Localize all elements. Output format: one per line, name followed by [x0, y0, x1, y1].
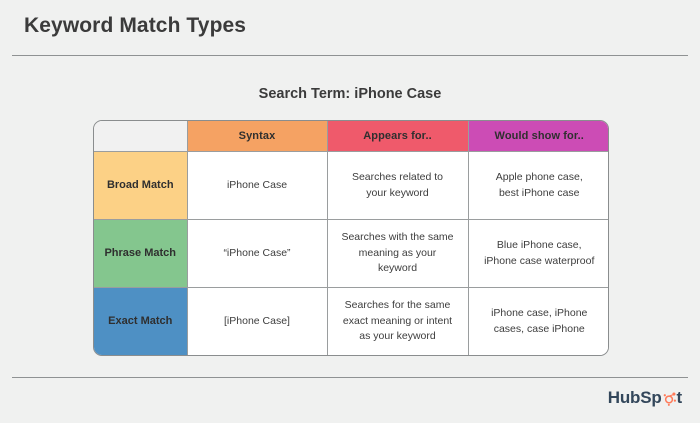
cell-broad-syntax: iPhone Case: [187, 151, 328, 220]
keyword-match-table: Syntax Appears for.. Would show for.. Br…: [93, 120, 609, 356]
footer-divider: [12, 377, 688, 378]
cell-exact-appears-for: Searches for the same exact meaning or i…: [327, 287, 469, 355]
row-label-line2: Match: [144, 247, 177, 260]
cell-exact-would-show-for: iPhone case, iPhone cases, case iPhone: [468, 287, 608, 355]
row-label-line2: Match: [141, 179, 174, 192]
table-header-blank: [94, 121, 188, 152]
cell-text-line3: keyword: [377, 262, 418, 275]
cell-text-line1: Searches with the same: [341, 230, 454, 243]
cell-text-line2: cases, case iPhone: [493, 322, 585, 335]
table-header-syntax: Syntax: [187, 121, 328, 152]
row-label-exact-match: Exact Match: [94, 287, 188, 355]
row-label-line1: Exact: [108, 315, 138, 328]
table-row: Phrase Match “iPhone Case” Searches with…: [94, 219, 608, 288]
hubspot-logo-prefix: HubSp: [607, 387, 662, 407]
cell-text-line1: Searches for the same: [344, 298, 451, 311]
cell-broad-would-show-for: Apple phone case, best iPhone case: [468, 151, 608, 220]
row-label-line2: Match: [140, 315, 173, 328]
table-header-row: Syntax Appears for.. Would show for..: [94, 121, 608, 152]
cell-phrase-appears-for: Searches with the same meaning as your k…: [327, 219, 469, 288]
cell-broad-appears-for: Searches related to your keyword: [327, 151, 469, 220]
row-label-phrase-match: Phrase Match: [94, 219, 188, 288]
cell-phrase-would-show-for: Blue iPhone case, iPhone case waterproof: [468, 219, 608, 288]
cell-text-line2: best iPhone case: [498, 186, 580, 199]
cell-text-line1: Apple phone case,: [495, 170, 583, 183]
row-label-line1: Broad: [106, 179, 139, 192]
cell-text-line1: Searches related to: [351, 170, 444, 183]
hubspot-logo: HubSp t: [608, 386, 682, 408]
header-divider: [12, 55, 688, 56]
cell-text-line2: exact meaning or intent: [342, 314, 453, 327]
hubspot-logo-suffix: t: [676, 387, 683, 407]
page-title: Keyword Match Types: [24, 14, 247, 37]
table-header-would-show-for: Would show for..: [468, 121, 608, 152]
cell-exact-syntax: [iPhone Case]: [187, 287, 328, 355]
search-term-subtitle: Search Term: iPhone Case: [258, 86, 442, 102]
cell-text-line1: iPhone case, iPhone: [491, 306, 588, 319]
table-row: Exact Match [iPhone Case] Searches for t…: [94, 287, 608, 355]
row-label-broad-match: Broad Match: [94, 151, 188, 220]
cell-text: iPhone Case: [226, 178, 288, 191]
table-row: Broad Match iPhone Case Searches related…: [94, 151, 608, 220]
sprocket-icon: [662, 391, 677, 406]
cell-text-line2: your keyword: [366, 186, 429, 199]
cell-text-line2: meaning as your: [358, 246, 437, 259]
cell-text: [iPhone Case]: [224, 314, 290, 327]
cell-text: “iPhone Case”: [223, 246, 291, 259]
cell-phrase-syntax: “iPhone Case”: [187, 219, 328, 288]
cell-text-line2: iPhone case waterproof: [484, 254, 595, 267]
cell-text-line3: as your keyword: [359, 330, 436, 343]
table-header-appears-for: Appears for..: [327, 121, 469, 152]
cell-text-line1: Blue iPhone case,: [496, 238, 582, 251]
row-label-line1: Phrase: [104, 247, 142, 260]
